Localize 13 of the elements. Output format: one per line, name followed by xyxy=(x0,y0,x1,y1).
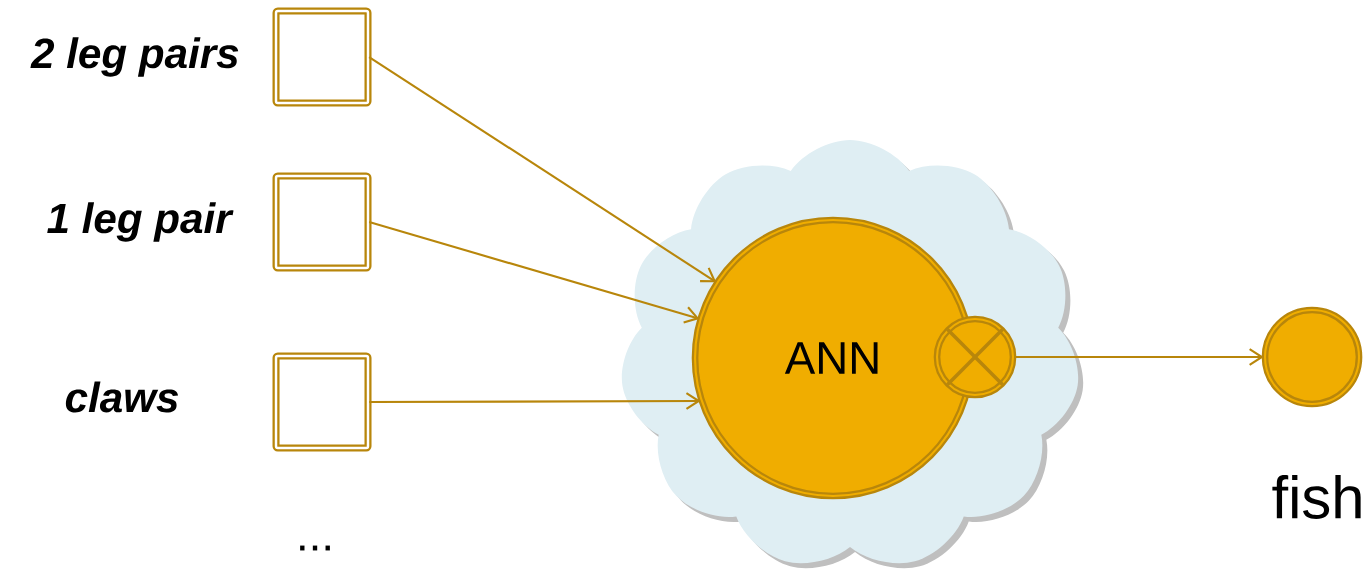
arrow xyxy=(368,56,717,283)
input-box xyxy=(272,172,372,272)
node-label: claws xyxy=(65,381,178,413)
arrow xyxy=(369,392,701,410)
input-box xyxy=(272,7,372,107)
node-label: fish xyxy=(1272,475,1361,519)
node-label: 2 leg pairs xyxy=(30,37,239,77)
node-label: 1 leg pair xyxy=(47,202,234,242)
input-box xyxy=(272,352,372,452)
ellipsis: ... xyxy=(300,545,330,551)
arrow xyxy=(368,221,700,324)
arrow xyxy=(1014,348,1264,366)
output-circle xyxy=(1261,306,1363,408)
